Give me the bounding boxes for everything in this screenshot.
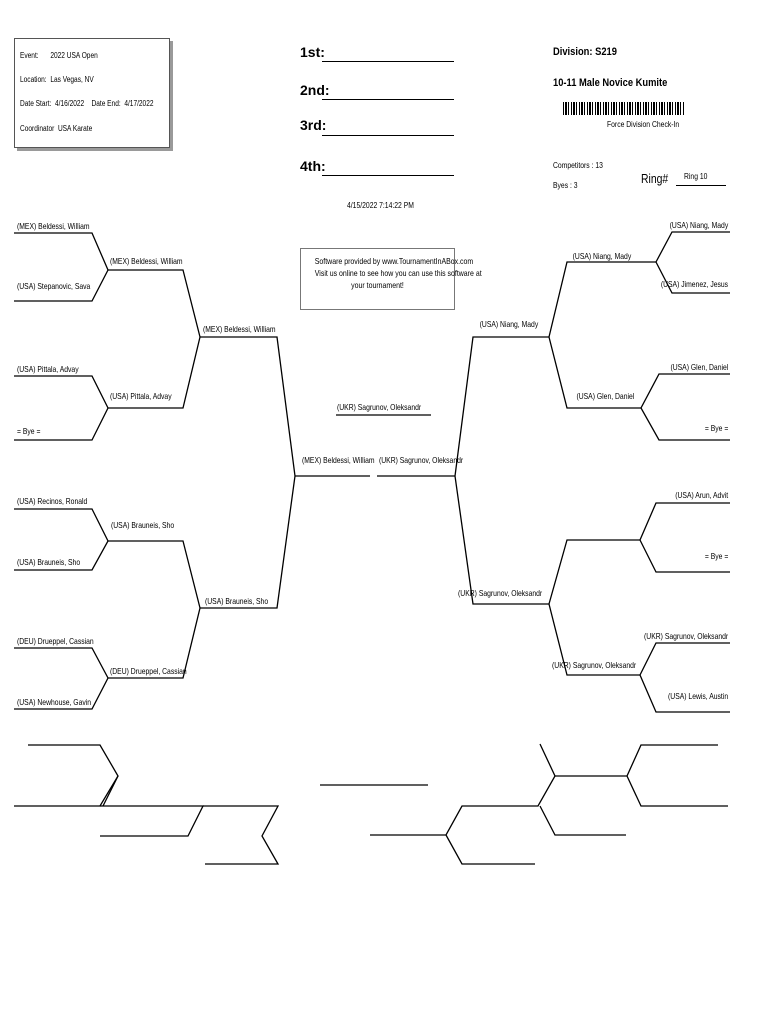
bracket-entry-right-r1-6: = Bye = bbox=[704, 551, 728, 561]
bracket-entry-right-semi: (UKR) Sagrunov, Oleksandr bbox=[379, 455, 464, 465]
bracket-entry-right-r1-2: (USA) Jimenez, Jesus bbox=[660, 279, 728, 289]
barcode bbox=[563, 102, 685, 115]
bracket-entry-right-r1-8: (USA) Lewis, Austin bbox=[667, 691, 728, 701]
place-4th-label: 4th: bbox=[300, 158, 326, 174]
check-in-label: Force Division Check-In bbox=[607, 119, 680, 129]
bracket-entry-right-r3-1: (USA) Niang, Mady bbox=[479, 319, 538, 329]
bracket-champion: (UKR) Sagrunov, Oleksandr bbox=[337, 402, 422, 412]
ring-line bbox=[676, 185, 726, 186]
bracket-entry-right-r1-7: (UKR) Sagrunov, Oleksandr bbox=[643, 631, 728, 641]
division-code: Division: S219 bbox=[553, 46, 617, 58]
place-3rd-label: 3rd: bbox=[300, 117, 327, 133]
bracket-entry-left-semi: (MEX) Beldessi, William bbox=[302, 455, 375, 465]
bracket-entry-right-r1-4: = Bye = bbox=[704, 423, 728, 433]
bracket-entry-left-r3-2: (USA) Brauneis, Sho bbox=[205, 596, 269, 606]
bracket-entry-left-r3-1: (MEX) Beldessi, William bbox=[203, 324, 276, 334]
bracket-entry-left-r2-4: (DEU) Drueppel, Cassian bbox=[110, 666, 187, 676]
bracket-entry-left-r1-3: (USA) Pittala, Advay bbox=[17, 364, 79, 374]
ring-label: Ring# bbox=[641, 171, 669, 186]
event-info-box: Event:2022 USA Open Location:Las Vegas, … bbox=[14, 38, 170, 148]
bracket-entry-left-r2-1: (MEX) Beldessi, William bbox=[110, 256, 183, 266]
bracket-entry-left-r1-5: (USA) Recinos, Ronald bbox=[17, 496, 88, 506]
bracket-entry-left-r2-3: (USA) Brauneis, Sho bbox=[111, 520, 175, 530]
bracket-entry-right-r1-1: (USA) Niang, Mady bbox=[669, 220, 728, 230]
coordinator-row: Coordinator USA Karate bbox=[20, 124, 93, 133]
bracket-entry-right-r1-5: (USA) Arun, Advit bbox=[675, 490, 728, 500]
place-2nd-label: 2nd: bbox=[300, 82, 330, 98]
bracket-entry-left-r1-7: (DEU) Drueppel, Cassian bbox=[17, 636, 94, 646]
bracket-entry-right-r1-3: (USA) Glen, Daniel bbox=[670, 362, 728, 372]
bracket-entry-right-r2-2: (USA) Glen, Daniel bbox=[576, 391, 634, 401]
place-1st-label: 1st: bbox=[300, 44, 325, 60]
bracket-entry-right-r3-2: (UKR) Sagrunov, Oleksandr bbox=[457, 588, 542, 598]
ring-value: Ring 10 bbox=[684, 171, 708, 181]
timestamp: 4/15/2022 7:14:22 PM bbox=[347, 200, 414, 210]
bracket-entry-left-r1-8: (USA) Newhouse, Gavin bbox=[17, 697, 92, 707]
software-notice: Software provided by www.TournamentInABo… bbox=[300, 248, 482, 310]
bracket-entry-right-r2-1: (USA) Niang, Mady bbox=[572, 251, 631, 261]
place-4th-line bbox=[322, 175, 454, 176]
bracket-entry-left-r2-2: (USA) Pittala, Advay bbox=[110, 391, 172, 401]
event-row: Event:2022 USA Open bbox=[20, 51, 98, 60]
bracket-entry-left-r1-6: (USA) Brauneis, Sho bbox=[17, 557, 81, 567]
dates-row: Date Start: 4/16/2022 Date End: 4/17/202… bbox=[20, 99, 154, 108]
bracket-entry-right-r2-3: (UKR) Sagrunov, Oleksandr bbox=[551, 660, 636, 670]
bracket-entry-left-r1-4: = Bye = bbox=[17, 426, 41, 436]
place-1st-line bbox=[322, 61, 454, 62]
competitors-count: Competitors : 13 bbox=[553, 160, 603, 170]
byes-count: Byes : 3 bbox=[553, 180, 578, 190]
bracket-entry-left-r1-1: (MEX) Beldessi, William bbox=[17, 221, 90, 231]
division-name: 10-11 Male Novice Kumite bbox=[553, 77, 668, 89]
bracket-entry-left-r1-2: (USA) Stepanovic, Sava bbox=[17, 281, 91, 291]
location-row: Location:Las Vegas, NV bbox=[20, 75, 94, 84]
place-2nd-line bbox=[322, 99, 454, 100]
place-3rd-line bbox=[322, 135, 454, 136]
